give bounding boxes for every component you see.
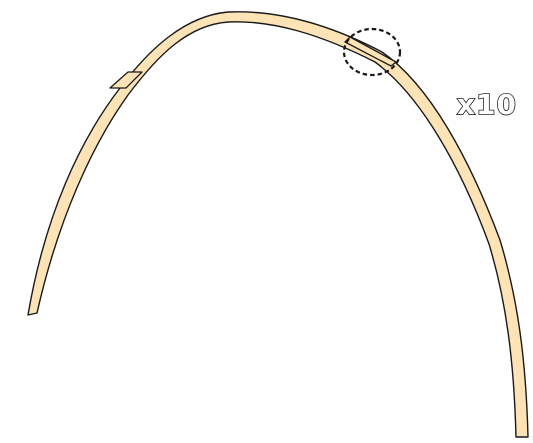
arch-strip [27, 11, 529, 438]
multiplier-label: x10 [457, 88, 517, 121]
joint-highlight-circle [342, 27, 402, 77]
left-overlap-flap [109, 71, 143, 89]
